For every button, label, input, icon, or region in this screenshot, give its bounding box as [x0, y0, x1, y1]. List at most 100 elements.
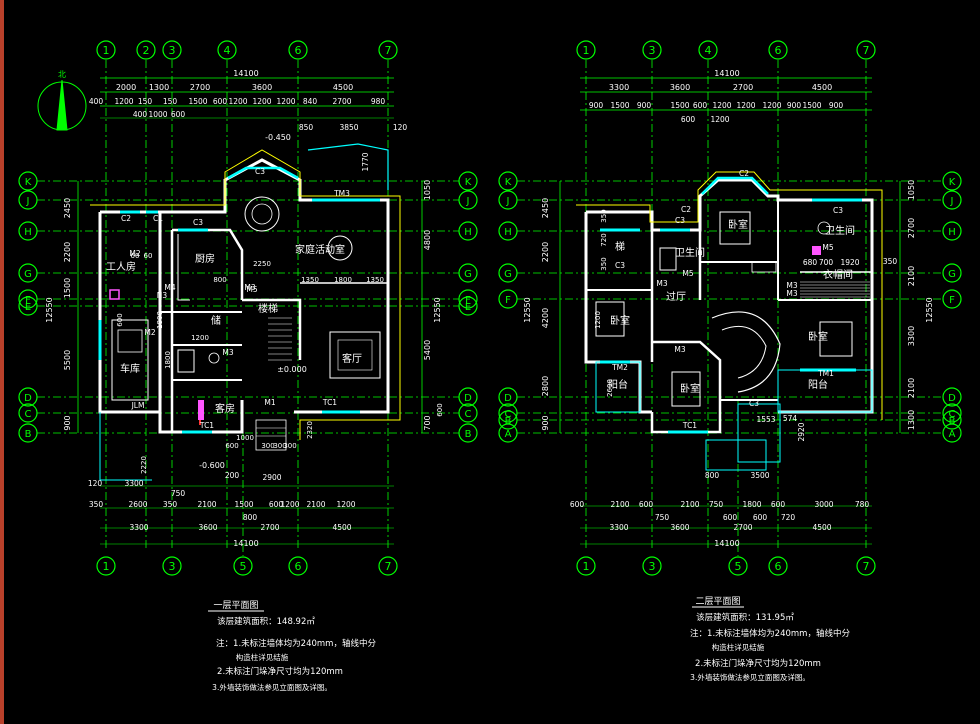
plan1-axis-bubble-bottom [378, 556, 398, 576]
plan2-axis-label-bottom: 6 [775, 560, 782, 573]
plan2-room-closet: 衣帽间 [823, 268, 853, 281]
plan1-axis-bubble-right [458, 171, 478, 191]
plan2-axis-bubble-bottom [728, 556, 748, 576]
plan1-dim-top2: 2700 [332, 97, 351, 106]
plan1-entry-step [255, 419, 287, 451]
plan1-axis-label-left: C [25, 409, 32, 420]
plan2-tag: M3 [786, 289, 797, 298]
plan2-roof-outline [576, 171, 883, 420]
plan1-level-top: -0.450 [265, 133, 291, 142]
plan1-dim-bottom2: 2100 [197, 500, 216, 509]
plan1-dim-2320: 2320 [306, 421, 314, 439]
plan1-room-ww: 储 [211, 314, 221, 327]
plan1-axis-bubble-left [18, 387, 38, 407]
plan2-dim-right: 1050 [907, 180, 916, 200]
plan2-dim-bottom3: 4500 [812, 523, 831, 532]
plan2-room-hall: 过厅 [666, 290, 686, 303]
plan1-bathtub [177, 349, 195, 373]
plan1-kitchen-counter [177, 234, 190, 301]
plan1-dim-left-total-label: 12550 [45, 297, 54, 322]
plan2-axis-label-bottom: 1 [583, 560, 590, 573]
plan2-dim-bottom3: 3600 [670, 523, 689, 532]
plan2-axis-bubble-bottom [642, 556, 662, 576]
plan1-dim-1770: 1770 [361, 152, 370, 171]
plan1-inner-dim: 300 [273, 442, 286, 450]
plan1-dim-top1: 2700 [190, 83, 210, 92]
plan1-dim-top2: 1200 [276, 97, 295, 106]
plan1-axis-bubble-left [18, 289, 38, 309]
plan1-axis-label-left: H [24, 227, 32, 238]
plan1-axis-label-left: G [24, 269, 32, 280]
plan2-inner-dim: 350 [883, 257, 898, 266]
plan2-inner-dim: 1920 [840, 258, 859, 267]
plan1-wardrobe [198, 400, 204, 420]
plan2-window-c2 [701, 176, 769, 195]
plan2-bed-w [595, 301, 625, 337]
plan1-note-2: 2.未标注门垛净尺寸均为120mm [217, 666, 343, 677]
plan2-axis-bubble-top [698, 40, 718, 60]
plan1-inner-dim: 1000 [236, 434, 254, 442]
plan2-dim-top1: 3600 [670, 83, 690, 92]
plan1-dim-left: 5500 [63, 350, 72, 370]
plan1-dim-right: 700 [423, 415, 432, 430]
plan2-tag: C3 [833, 206, 843, 215]
plan2-axis-label-bottom: 7 [863, 560, 870, 573]
plan2-axis-bubble-left [498, 289, 518, 309]
plan1-axis-label-top: 3 [169, 44, 176, 57]
plan1-axis-label-top: 2 [143, 44, 150, 57]
plan1-axis-bubble-top [162, 40, 182, 60]
plan1-room-stair: 楼梯 [258, 302, 278, 315]
plan2-dim-right: 2100 [907, 266, 916, 286]
plan1-axis-bubble-right [458, 263, 478, 283]
plan1-dim-bottom-800: 800 [243, 513, 258, 522]
plan1-room-guest: 客房 [215, 402, 235, 415]
plan1-furniture-box [109, 289, 120, 300]
plan1-dim-right-total: 12550 [433, 297, 442, 322]
plan1-axis-label-bottom: 1 [103, 560, 110, 573]
plan1-car-windshield [117, 329, 143, 353]
plan1-axis-label-left: J [26, 196, 30, 207]
plan1-axis-bubble-top [378, 40, 398, 60]
plan2-axis-bubble-right [942, 171, 962, 191]
plan2-dim-top3: 600 [681, 115, 696, 124]
plan1-inner-dim: 300 [283, 442, 296, 450]
plan1-kitchen-wall [172, 228, 244, 300]
plan1-inner-dim: 800 [213, 276, 226, 284]
plan2-axis-label-left: G [504, 269, 512, 280]
plan1-axis-label-bottom: 5 [240, 560, 247, 573]
plan2-tag: M3 [786, 281, 797, 290]
plan1-dim-bottom2: 350 [89, 500, 104, 509]
plan2-dim-bottom1: 600 [639, 500, 654, 509]
plan2-axis-bubble-bottom [576, 556, 596, 576]
plan1-level-mid: ±0.000 [277, 365, 307, 374]
plan2-inner-dim: 574 [783, 414, 798, 423]
plan1-bay-window-c3 [227, 166, 299, 180]
plan1-tag: TM3 [333, 189, 350, 198]
plan2-dim-bottom1: 3000 [814, 500, 833, 509]
plan2-axis-label-left: H [504, 227, 512, 238]
plan1-dim-top2: 1200 [114, 97, 133, 106]
plan2-dim-left: 2200 [541, 242, 550, 262]
plan2-axis-bubble-top [642, 40, 662, 60]
plan1-dim-bottom3: 3300 [129, 523, 148, 532]
plan2-axis-label-left: F [505, 295, 511, 306]
plan2-dim-top2: 1200 [762, 101, 781, 110]
plan2-bathtub [659, 247, 677, 271]
plan2-tag: C2 [681, 205, 691, 214]
plan2-dim-left-small: 2600 [606, 379, 614, 397]
plan2-tag: M3 [674, 345, 685, 354]
plan1-inner-dim: 60 [144, 252, 153, 260]
plan1-axis-bubble-right [458, 289, 478, 309]
plan1-dim-top3: 400 [133, 110, 148, 119]
plan2-room-bedroom_sc: 卧室 [680, 382, 700, 395]
plan1-tag: C2 [121, 214, 131, 223]
plan2-dim-bottom1: 1800 [742, 500, 761, 509]
plan2-axis-bubble-top [576, 40, 596, 60]
plan2-dim-top1: 2700 [733, 83, 753, 92]
plan2-note-3: 3.外墙装饰做法参见立面图及详图。 [690, 672, 810, 682]
plan1-dim-bottom3: 2700 [260, 523, 279, 532]
plan1-dim-bottom2: 2600 [128, 500, 147, 509]
plan1-title: 一层平面图 [213, 600, 258, 611]
plan1-axis-label-left: F [25, 295, 31, 306]
plan1-axis-bubble-top [288, 40, 308, 60]
